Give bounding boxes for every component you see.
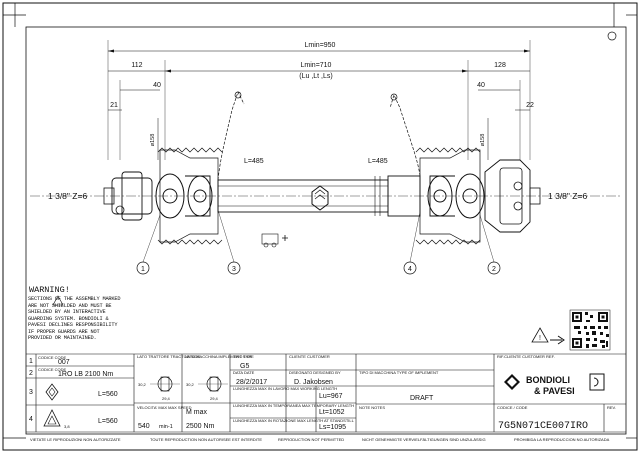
implement-side-size-2: 29,4 [210,396,219,401]
implement-type-label: TIPO DI MACCHINA TYPE OF IMPLEMENT [359,370,439,375]
part-no-4: 4 [29,416,33,423]
working-length-value: Lu=967 [319,393,343,400]
warning-title: WARNING! [29,285,70,295]
callout-leaders [136,209,501,275]
arrow-right-icon [550,335,565,345]
corner-markers [3,3,637,439]
dimension-lines [107,40,531,160]
title-block-grid [26,353,626,433]
left-spline-spec: 1 3/8" Z=6 [48,191,87,201]
standstill-length-value: Ls=1095 [319,424,346,431]
part-no-3: 3 [29,389,33,396]
inner-frame [25,26,627,435]
warning-box: SECTIONS OF THE ASSEMBLY MARKED ARE NOT … [28,296,121,341]
temporary-length-value: Lt=1052 [319,409,345,416]
right-diameter: ø158 [480,134,486,147]
left-end-dim: 112 [131,62,142,69]
part-2-label: CODICE CODE [38,367,67,372]
shaft-length-sub: (Lu ,Lt ,Ls) [299,73,332,80]
date-value: 28/2/2017 [236,379,267,386]
part-4-profile-icon [43,409,61,427]
designer-value: D. Jakobsen [294,379,333,386]
drawing-code: 7G5N071CE007IRO [498,421,588,432]
left-40-dim: 40 [153,82,161,89]
shaft-length-label: Lmin=710 [301,62,332,69]
designer-label: DISEGNATO DESIGNED BY [289,370,341,375]
part-1-label: CODICE CODE [38,355,67,360]
warning-triangle-icon [52,295,64,306]
svg-text:!: ! [539,335,541,342]
part-no-1: 1 [29,358,33,365]
implement-side-spline-icon [198,376,228,392]
brand-name-1: BONDIOLI [526,375,570,385]
part-3-profile-icon [45,383,59,401]
footer-notice-es: PROHIBIDA LA REPRODUCCION NO AUTORIZADA [514,437,610,442]
callout-3: 3 [232,266,236,273]
callout-1: 1 [141,266,145,273]
code-label: CODICE / CODE [497,405,528,410]
customer-label: CLIENTE CUSTOMER [289,354,330,359]
footer-notice-en: REPRODUCTION NOT PERMITTED [278,437,344,442]
revision-label: REV. [607,405,616,410]
type-value: G5 [240,363,249,370]
right-spline-spec: 1 3/8" Z=6 [548,191,587,201]
right-40-dim: 40 [477,82,485,89]
max-speed-value: 540 [138,423,150,430]
tractor-side-label: LATO TRATTORE TRACTOR SIDE [137,354,200,359]
left-chain-length: L=485 [244,158,264,165]
qr-code-icon [569,309,611,351]
max-speed-label: VELOCITA' MAX MAX SPEED [137,405,192,410]
max-torque-value: 2500 Nm [186,423,215,430]
max-torque-label: M max [186,409,208,416]
max-speed-unit: min-1 [159,424,173,430]
warning-triangle-icon [531,327,549,343]
part-4-profile-size: 3,8 [64,424,70,429]
footer-notice-fr: TOUTE REPRODUCTION NON AUTORISEE EST INT… [150,437,262,442]
footer-notice-de: NICHT GENEHMIGTE VERVIELFÄLTIGUNGEN SIND… [362,437,486,442]
part-1-value: 007 [58,359,70,366]
date-label: DATA DATE [233,370,255,375]
right-end-dim: 128 [494,62,506,69]
brand-name-2: & PAVESI [534,386,575,396]
implement-side-size: 30,2 [186,382,195,387]
bondioli-pavesi-logo [504,373,605,391]
working-length-label: LUNGHEZZA MAX IN LAVORO MAX WORKING LENG… [233,386,337,391]
part-4-length: L=560 [98,418,118,425]
right-22-dim: 22 [526,102,534,109]
left-21-dim: 21 [110,102,118,109]
right-chain-length: L=485 [368,158,388,165]
part-no-2: 2 [29,370,33,377]
standstill-length-label: LUNGHEZZA MAX IN ROTAZIONE MAX LENGTH AT… [233,418,355,423]
tractor-side-size: 30,2 [138,382,147,387]
temporary-length-label: LUNGHEZZA MAX IN TEMPORANEA MAX TEMPORAR… [233,403,354,408]
warning-text: SECTIONS OF THE ASSEMBLY MARKED ARE NOT … [28,296,121,341]
part-2-value: 1RO LB 2100 Nm [58,371,113,378]
callout-2: 2 [492,266,496,273]
tractor-side-spline-icon [150,376,180,392]
implement-side-label: LATO MACCHINA IMPLEMENT SIDE [185,354,252,359]
customer-ref-label: RIF.CLIENTE CUSTOMER REF. [497,354,555,359]
overall-length-label: Lmin=950 [305,42,336,49]
left-diameter: ø158 [150,134,156,147]
footer-notice-it: VIETATE LE RIPRODUZIONI NON AUTORIZZATE [30,437,121,442]
driveshaft-assembly [30,91,620,248]
status-draft: DRAFT [410,395,434,402]
tractor-side-size-2: 29,4 [162,396,171,401]
notes-label: NOTE NOTES [359,405,385,410]
type-label: TIPO TYPE [233,354,254,359]
callout-4: 4 [408,266,412,273]
part-3-length: L=560 [98,391,118,398]
